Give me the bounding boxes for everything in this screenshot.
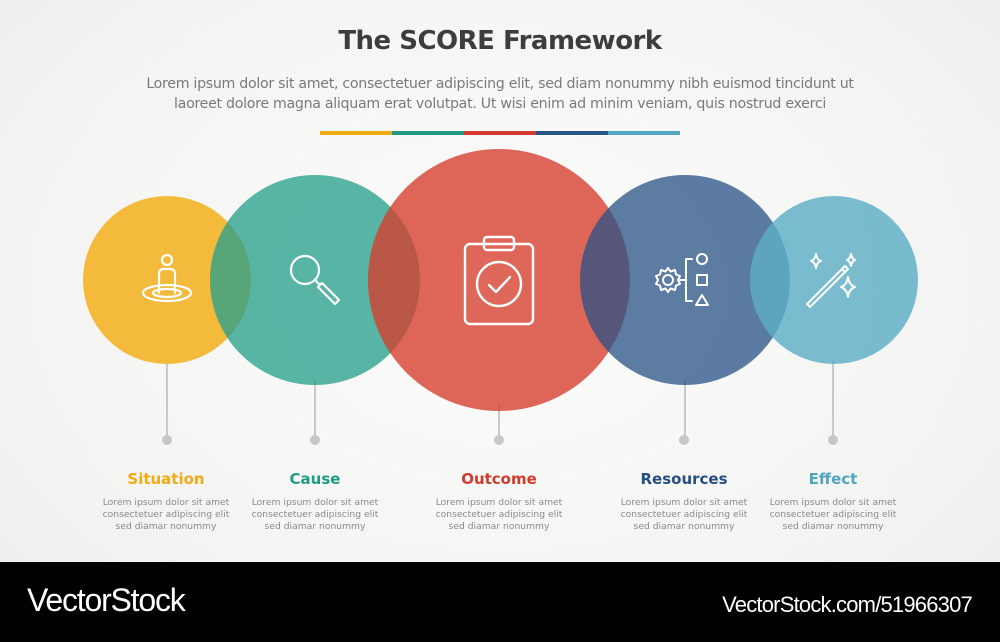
subtitle-line: Lorem ipsum dolor sit amet, consectetuer… [146, 76, 854, 92]
bar-segment-effect [608, 131, 680, 135]
color-divider-bar [320, 131, 680, 135]
magic-wand-icon [804, 250, 864, 310]
desc-line: Lorem ipsum dolor sit amet [435, 497, 563, 508]
bar-segment-cause [392, 131, 464, 135]
desc-line: Lorem ipsum dolor sit amet [251, 497, 379, 508]
bar-segment-situation [320, 131, 392, 135]
desc-line: sed diamar nonummy [264, 521, 366, 532]
magnifier-icon [285, 250, 345, 310]
desc-line: Lorem ipsum dolor sit amet [620, 497, 748, 508]
connector-dot-effect [828, 435, 838, 445]
step-label-cause: Cause [289, 470, 341, 488]
page-subtitle: Lorem ipsum dolor sit amet, consectetuer… [60, 74, 940, 114]
step-desc-effect: Lorem ipsum dolor sit amet consectetuer … [753, 497, 913, 533]
desc-line: sed diamar nonummy [782, 521, 884, 532]
desc-line: consectetuer adipiscing elit [102, 509, 230, 520]
connector-line-resources [684, 380, 686, 440]
desc-line: Lorem ipsum dolor sit amet [769, 497, 897, 508]
step-desc-cause: Lorem ipsum dolor sit amet consectetuer … [235, 497, 395, 533]
step-circle-situation [83, 196, 251, 364]
connector-dot-resources [679, 435, 689, 445]
vectorstock-url: VectorStock.com/51966307 [722, 592, 973, 617]
desc-line: sed diamar nonummy [115, 521, 217, 532]
desc-line: consectetuer adipiscing elit [251, 509, 379, 520]
step-label-resources: Resources [640, 470, 728, 488]
connector-dot-situation [162, 435, 172, 445]
bar-segment-resources [536, 131, 608, 135]
bar-segment-outcome [464, 131, 536, 135]
vectorstock-logo: VectorStock [27, 582, 186, 618]
clipboard-check-icon [462, 234, 536, 326]
step-label-outcome: Outcome [461, 470, 537, 488]
person-on-target-icon [137, 250, 197, 310]
connector-dot-cause [310, 435, 320, 445]
connector-dot-outcome [494, 435, 504, 445]
desc-line: Lorem ipsum dolor sit amet [102, 497, 230, 508]
desc-line: consectetuer adipiscing elit [620, 509, 748, 520]
watermark-footer: VectorStock VectorStock.com/51966307 [0, 562, 1000, 642]
gear-hierarchy-icon [654, 251, 716, 309]
desc-line: sed diamar nonummy [633, 521, 735, 532]
step-circle-effect [750, 196, 918, 364]
connector-line-situation [166, 360, 168, 440]
step-label-situation: Situation [127, 470, 205, 488]
desc-line: consectetuer adipiscing elit [769, 509, 897, 520]
desc-line: sed diamar nonummy [448, 521, 550, 532]
subtitle-line: laoreet dolore magna aliquam erat volutp… [174, 96, 826, 112]
step-desc-outcome: Lorem ipsum dolor sit amet consectetuer … [419, 497, 579, 533]
step-desc-resources: Lorem ipsum dolor sit amet consectetuer … [604, 497, 764, 533]
connector-line-effect [832, 360, 834, 440]
step-label-effect: Effect [808, 470, 858, 488]
desc-line: consectetuer adipiscing elit [435, 509, 563, 520]
page-title: The SCORE Framework [338, 26, 662, 56]
connector-line-outcome [498, 405, 500, 440]
connector-line-cause [314, 380, 316, 440]
step-desc-situation: Lorem ipsum dolor sit amet consectetuer … [86, 497, 246, 533]
